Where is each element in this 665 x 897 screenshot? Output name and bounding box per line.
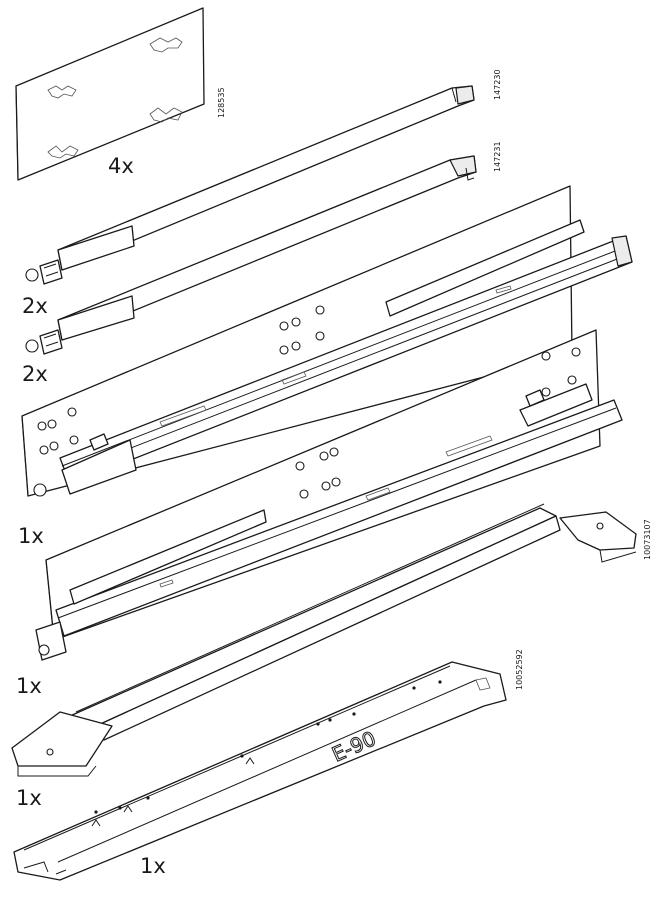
rod-b-article-number: 147231 [493, 141, 502, 172]
rod-b-quantity: 2x [22, 362, 48, 386]
template-article-number: 10052592 [515, 649, 524, 690]
drawer-rail-right [35, 329, 623, 661]
connecting-rod-b [25, 155, 477, 355]
rod-a-quantity: 2x [22, 294, 48, 318]
runner-bracket [11, 503, 637, 777]
connecting-rod-a [25, 85, 475, 285]
mounting-template [13, 661, 507, 881]
template-quantity: 1x [140, 854, 166, 878]
rod-a-article-number: 147230 [493, 69, 502, 100]
mounting-plate [15, 7, 205, 181]
bracket-quantity: 1x [16, 786, 42, 810]
bracket-article-number: 10073107 [643, 519, 652, 560]
rail-left-quantity: 1x [18, 524, 44, 548]
plate-article-number: 128535 [217, 87, 226, 118]
rail-right-quantity: 1x [16, 674, 42, 698]
drawer-rail-left [21, 185, 633, 497]
plate-quantity: 4x [108, 154, 134, 178]
